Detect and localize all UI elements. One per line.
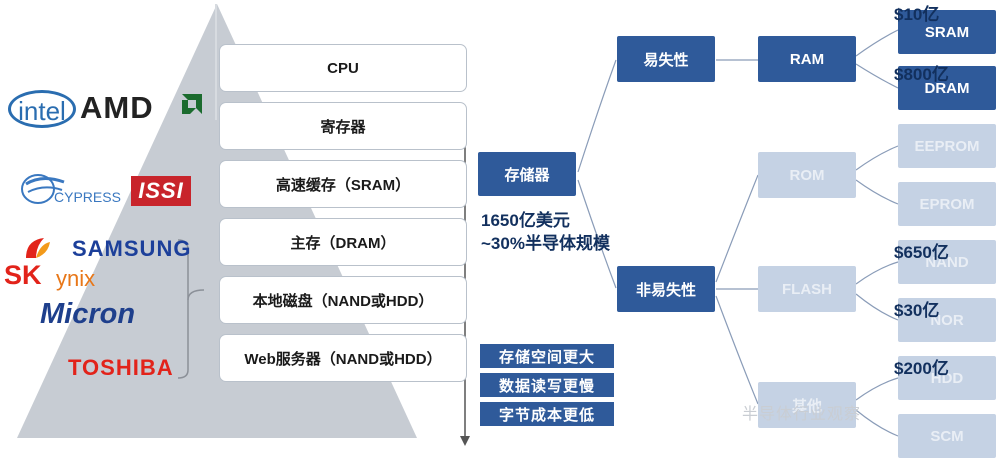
- link-root-nonvolatile: [577, 179, 617, 289]
- node-scm: SCM: [898, 414, 996, 458]
- amd-arrow-icon: [182, 94, 202, 114]
- layer-local-disk: 本地磁盘（NAND或HDD）: [219, 276, 467, 324]
- link-nonvolatile-other: [715, 295, 759, 405]
- feature-cost: 字节成本更低: [480, 402, 614, 426]
- link-other-scm: [855, 409, 899, 437]
- micron-logo: Micron: [40, 298, 136, 330]
- price-sram: $10亿: [894, 5, 940, 24]
- layer-main-memory: 主存（DRAM）: [219, 218, 467, 266]
- market-share-label: ~30%半导体规模: [481, 234, 610, 253]
- toshiba-logo: TOSHIBA: [68, 355, 174, 380]
- market-size-label: 1650亿美元: [481, 211, 570, 230]
- node-memory: 存储器: [478, 152, 576, 196]
- sk-logo: SK: [4, 260, 42, 290]
- node-nonvolatile: 非易失性: [617, 266, 715, 312]
- logo-bracket-2: [177, 239, 189, 300]
- price-scm: $200亿: [894, 359, 949, 378]
- layer-web-server: Web服务器（NAND或HDD）: [219, 334, 467, 382]
- node-nand: NAND: [898, 240, 996, 284]
- watermark: 半导体行业观察: [742, 406, 862, 423]
- node-sram: SRAM: [898, 10, 996, 54]
- link-rom-eprom: [855, 179, 899, 205]
- sk-butterfly-icon: [26, 238, 50, 258]
- node-dram: DRAM: [898, 66, 996, 110]
- logo-bracket: [177, 289, 205, 379]
- node-hdd: HDD: [898, 356, 996, 400]
- node-ram: RAM: [758, 36, 856, 82]
- link-ram-sram: [855, 29, 899, 57]
- layer-register: 寄存器: [219, 102, 467, 150]
- node-volatile: 易失性: [617, 36, 715, 82]
- link-other-hdd: [855, 377, 899, 401]
- feature-capacity: 存储空间更大: [480, 344, 614, 368]
- link-nonvolatile-rom: [715, 174, 759, 283]
- price-nand: $650亿: [894, 243, 949, 262]
- node-eeprom: EEPROM: [898, 124, 996, 168]
- link-flash-nor: [855, 293, 899, 321]
- link-ram-dram: [855, 63, 899, 89]
- cypress-tree-icon: [21, 174, 65, 204]
- node-nor: NOR: [898, 298, 996, 342]
- layer-cpu: CPU: [219, 44, 467, 92]
- layer-cache: 高速缓存（SRAM）: [219, 160, 467, 208]
- amd-logo: AMD: [80, 90, 154, 125]
- node-rom: ROM: [758, 152, 856, 198]
- price-nor: $30亿: [894, 301, 940, 320]
- hynix-logo: ynix: [56, 266, 96, 291]
- link-flash-nand: [855, 261, 899, 285]
- node-other: 其他: [758, 382, 856, 428]
- price-dram: $800亿: [894, 65, 949, 84]
- pyramid-shape: [17, 4, 417, 438]
- feature-speed: 数据读写更慢: [480, 373, 614, 397]
- intel-logo: intel: [8, 90, 76, 128]
- cypress-logo: CYPRESS: [54, 189, 121, 205]
- node-eprom: EPROM: [898, 182, 996, 226]
- hierarchy-arrowhead: [460, 436, 470, 446]
- issi-logo: ISSI: [131, 176, 191, 206]
- node-flash: FLASH: [758, 266, 856, 312]
- link-rom-eeprom: [855, 145, 899, 171]
- samsung-logo: SAMSUNG: [72, 236, 192, 261]
- link-root-volatile: [577, 59, 617, 173]
